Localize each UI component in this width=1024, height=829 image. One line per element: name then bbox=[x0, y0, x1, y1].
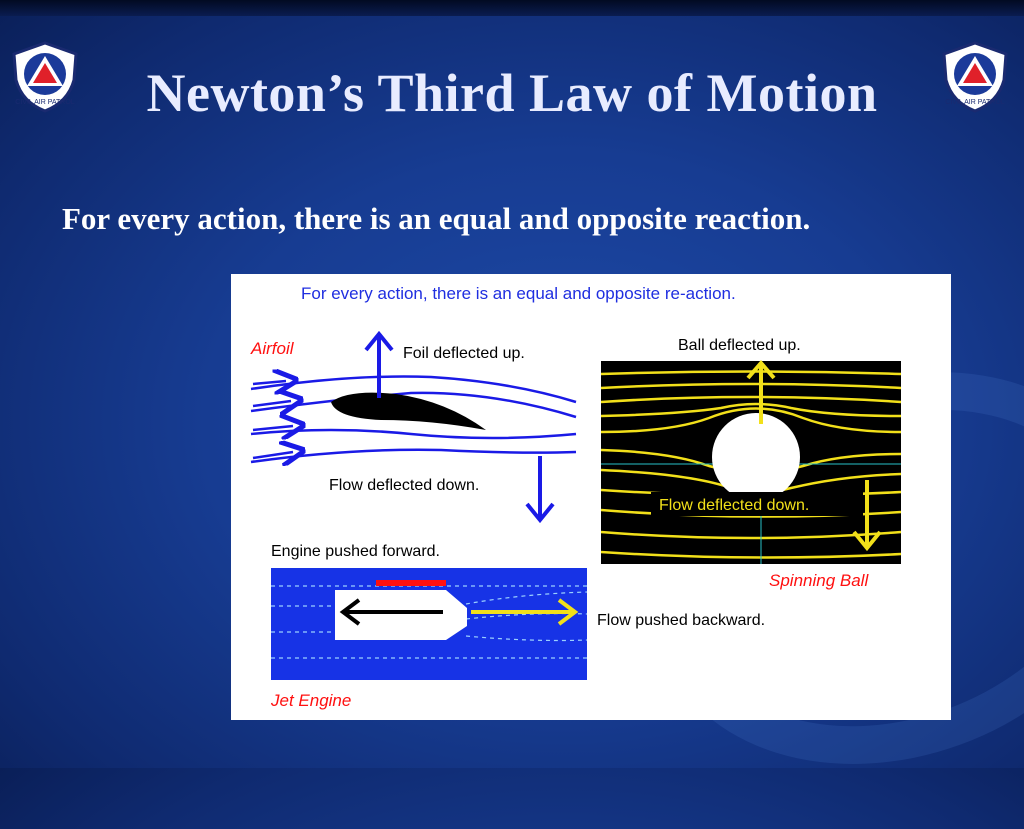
ball-up-label: Ball deflected up. bbox=[678, 337, 801, 354]
svg-text:CIVIL AIR PATROL: CIVIL AIR PATROL bbox=[945, 99, 1004, 106]
figure-drawing: For every action, there is an equal and … bbox=[250, 284, 902, 710]
ball-up-arrow bbox=[746, 359, 776, 424]
svg-text:CIVIL AIR PATROL: CIVIL AIR PATROL bbox=[15, 99, 74, 106]
engine-exhaust-arrow bbox=[471, 598, 579, 626]
engine-flow-lines bbox=[271, 585, 588, 659]
figure-header: For every action, there is an equal and … bbox=[301, 284, 736, 303]
bullet-text: For every action, there is an equal and … bbox=[62, 201, 811, 236]
slide-title: Newton’s Third Law of Motion bbox=[146, 63, 878, 123]
airfoil-flow-down-label: Flow deflected down. bbox=[329, 477, 479, 494]
engine-red-band bbox=[376, 580, 446, 586]
jet-engine-label: Jet Engine bbox=[270, 691, 351, 710]
airfoil-flow-lines bbox=[250, 377, 577, 463]
civil-air-patrol-logo-right: CIVIL AIR PATROL bbox=[942, 41, 1008, 113]
ball-flow-lines bbox=[600, 370, 902, 559]
flow-down-arrow bbox=[525, 456, 555, 524]
foil-up-arrow bbox=[364, 330, 394, 398]
spinning-ball-label: Spinning Ball bbox=[769, 571, 869, 590]
spinning-ball bbox=[712, 413, 800, 501]
engine-forward-arrow bbox=[339, 598, 443, 626]
foil-up-label: Foil deflected up. bbox=[403, 345, 525, 362]
flow-backward-label: Flow pushed backward. bbox=[597, 612, 765, 629]
engine-forward-label: Engine pushed forward. bbox=[271, 543, 440, 560]
ball-flow-down-label: Flow deflected down. bbox=[659, 497, 809, 514]
top-bar bbox=[0, 0, 1024, 16]
airfoil-shape bbox=[331, 392, 486, 430]
civil-air-patrol-logo-left: CIVIL AIR PATROL bbox=[12, 41, 78, 113]
ball-flow-down-arrow bbox=[852, 480, 882, 552]
airfoil-label: Airfoil bbox=[250, 339, 295, 358]
newton-third-law-figure: For every action, there is an equal and … bbox=[231, 274, 951, 720]
jet-engine-body bbox=[335, 590, 467, 640]
